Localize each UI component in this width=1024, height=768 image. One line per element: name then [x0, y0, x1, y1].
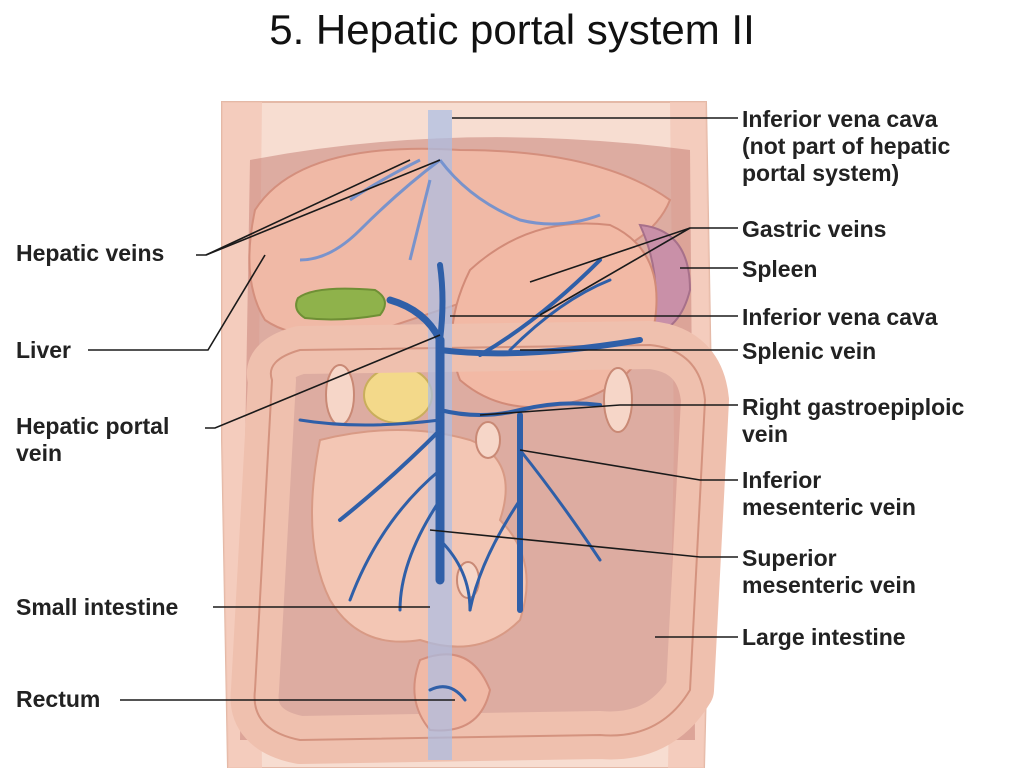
portal-veins — [298, 258, 643, 702]
label-inferior-vena-cava-mid: Inferior vena cava — [742, 304, 938, 330]
label-hepatic-veins: Hepatic veins — [16, 240, 165, 266]
intestine-opening-right — [603, 367, 633, 433]
leader-lines — [88, 117, 738, 701]
hepatic-veins — [299, 158, 601, 262]
label-splenic-vein: Splenic vein — [742, 338, 877, 364]
intestine-opening-mid — [475, 421, 501, 459]
label-rectum: Rectum — [16, 686, 101, 712]
page-title: 5. Hepatic portal system II — [269, 6, 755, 53]
label-small-intestine: Small intestine — [16, 594, 179, 620]
label-hepatic-portal-vein: Hepatic portal vein — [16, 413, 170, 466]
label-inferior-mesenteric-vein: Inferior mesenteric vein — [742, 467, 916, 520]
label-gastric-veins: Gastric veins — [742, 216, 887, 242]
label-inferior-vena-cava-top: Inferior vena cava (not part of hepatic … — [742, 106, 951, 186]
label-liver: Liver — [16, 337, 71, 363]
label-spleen: Spleen — [742, 256, 818, 282]
label-right-gastroepiploic-vein: Right gastroepiploic vein — [742, 394, 965, 447]
label-superior-mesenteric-vein: Superior mesenteric vein — [742, 545, 916, 598]
label-large-intestine: Large intestine — [742, 624, 906, 650]
large-intestine-outline — [253, 343, 707, 742]
pancreas — [363, 366, 433, 424]
intestine-opening-left — [325, 364, 355, 426]
gallbladder — [295, 287, 386, 321]
